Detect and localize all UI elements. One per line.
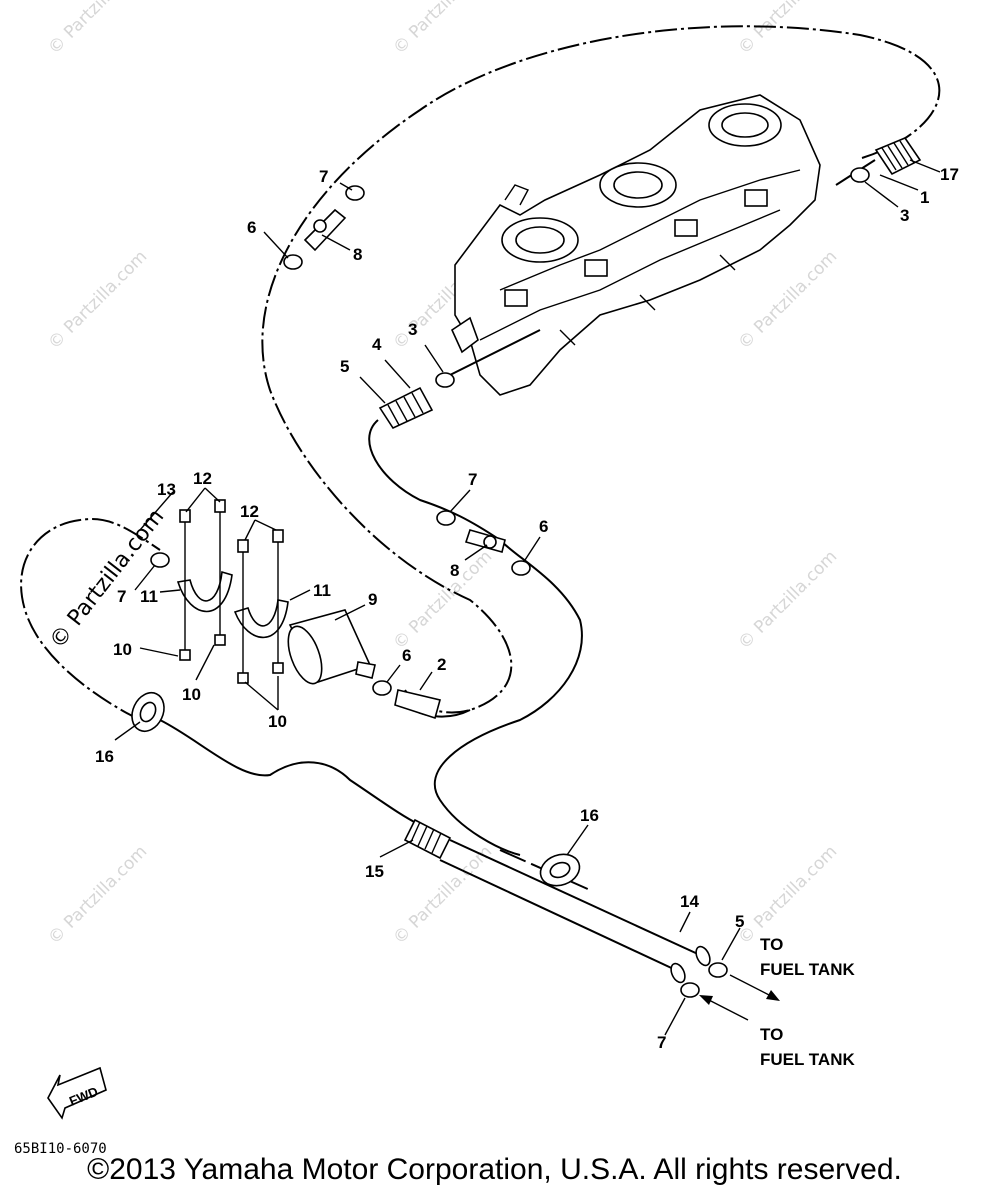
clamp-3-mid [435,372,455,388]
callout-10-right: 10 [268,712,287,731]
clamp-6-low [372,680,392,696]
callout-11-left: 11 [140,587,158,606]
fuel-tank-arrows [699,974,780,1021]
watermark-text: © Partzilla.com [44,842,151,949]
clamp-3-top [850,167,870,183]
watermark-text-dark: © Partzilla.com [45,505,169,654]
joint-8-mid [464,529,506,553]
callout-7-top: 7 [319,167,328,186]
grommet-16-left [131,691,165,733]
watermark-text: © Partzilla.com [389,0,496,59]
callout-16-left: 16 [95,747,114,766]
pipe-14-end-upper [695,945,711,967]
dest-upper-line2: FUEL TANK [760,960,855,979]
callout-4: 4 [372,335,382,354]
callout-1: 1 [920,188,929,207]
destination-labels: TO FUEL TANK TO FUEL TANK [760,935,855,1069]
callout-10-left: 10 [113,640,132,659]
callout-16-right: 16 [580,806,599,825]
callout-15: 15 [365,862,384,881]
callout-12-right: 12 [240,502,259,521]
nuts-10 [179,634,284,684]
callout-8-mid: 8 [450,561,459,580]
callout-12-left: 12 [193,469,212,488]
callout-9: 9 [368,590,377,609]
pipe-14-end-lower [670,962,686,984]
callout-14: 14 [680,892,699,911]
fuel-filter-9 [287,609,376,685]
bracket-11-left [176,570,233,613]
copyright-notice: ©2013 Yamaha Motor Corporation, U.S.A. A… [87,1153,902,1186]
callout-17: 17 [940,165,959,184]
fwd-arrow: FWD [47,1066,107,1120]
callout-5-mid: 5 [340,357,349,376]
callout-labels: 1 2 3 3 4 5 5 6 6 6 7 7 7 7 8 8 9 10 10 … [95,165,959,1052]
clamp-7-left [150,552,170,568]
clamp-7-mid [436,510,456,526]
callout-7-left: 7 [117,587,126,606]
watermark-text: © Partzilla.com [389,842,496,949]
watermark-text: © Partzilla.com [44,0,151,59]
callout-7-mid: 7 [468,470,477,489]
spring-protector-4 [378,386,434,430]
spring-protector-17 [874,137,922,176]
callout-10-mid: 10 [182,685,201,704]
fuel-parts [131,137,922,998]
callout-8-top: 8 [353,245,362,264]
callout-6-low: 6 [402,646,411,665]
pipe-2 [394,689,441,720]
callout-7-low: 7 [657,1033,666,1052]
fuel-hoses [20,25,941,973]
clamp-7-low [680,982,700,998]
grommet-16-right [539,853,581,887]
watermark-text: © Partzilla.com [44,247,151,354]
watermark-text: © Partzilla.com [734,247,841,354]
callout-11-right: 11 [313,581,331,600]
carburetor-assembly [450,94,821,396]
watermark-text: © Partzilla.com [734,0,841,59]
clamp-5-low [708,962,728,978]
bracket-11-right [233,599,289,639]
dest-lower-line1: TO [760,1025,783,1044]
callout-13: 13 [157,480,176,499]
dest-lower-line2: FUEL TANK [760,1050,855,1069]
callout-6-mid: 6 [539,517,548,536]
bolts-12 [179,499,284,678]
dest-upper-line1: TO [760,935,783,954]
watermark-text: © Partzilla.com [734,842,841,949]
joint-8-top [303,208,347,252]
callout-2: 2 [437,655,446,674]
leader-lines [114,159,941,1036]
callout-3-top: 3 [900,206,909,225]
callout-3-mid: 3 [408,320,417,339]
clamp-6-mid [511,560,531,576]
callout-6-top: 6 [247,218,256,237]
clamp-6-top [283,254,303,270]
callout-5-low: 5 [735,912,744,931]
spring-protector-15 [403,818,452,860]
watermark-text: © Partzilla.com [734,547,841,654]
drawing-code: 65BI10-6070 [14,1141,107,1157]
